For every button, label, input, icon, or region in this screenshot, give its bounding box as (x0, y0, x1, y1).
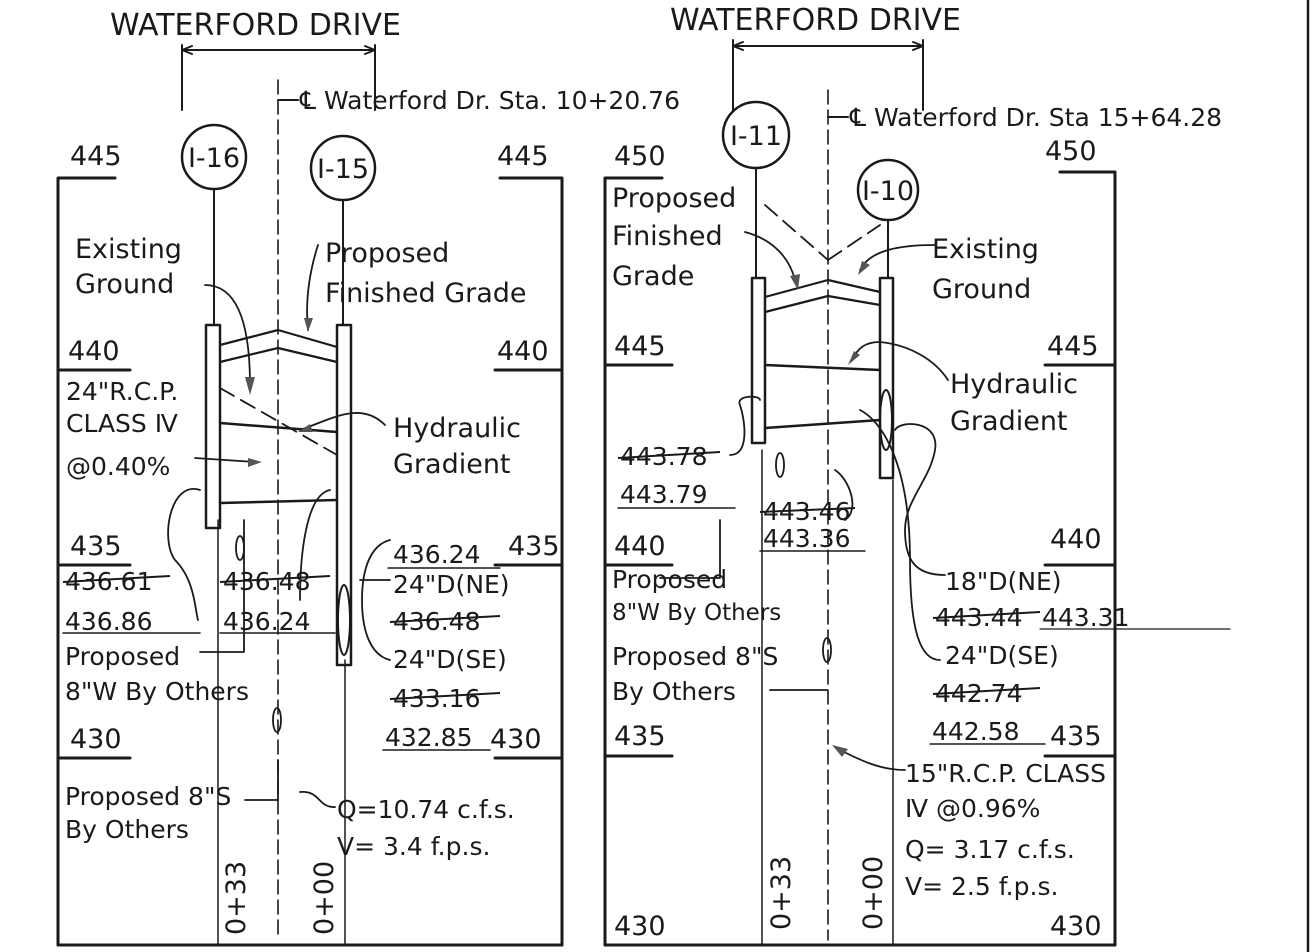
left-leader-arrows (245, 318, 313, 467)
left-hydraulic-1: Hydraulic (393, 413, 521, 444)
right-elev-450-r: 450 (1045, 136, 1097, 167)
right-inlet-b-label: I-10 (862, 176, 914, 207)
right-d-ne: 18"D(NE) (945, 567, 1062, 596)
right-sewer-2: By Others (612, 677, 736, 706)
right-pipe-top (763, 363, 882, 372)
right-new-inv-2: 443.36 (763, 524, 850, 553)
left-flow-v: V= 3.4 f.p.s. (337, 832, 490, 861)
left-finished-grade-1: Proposed (325, 238, 449, 269)
left-pipe-bottom (218, 498, 339, 505)
left-d-se: 24"D(SE) (393, 645, 507, 674)
left-new-inv-2: 436.24 (223, 607, 310, 636)
left-frame (56, 176, 564, 947)
left-pipe-ellipse (337, 584, 351, 656)
right-structure-a (750, 276, 767, 445)
right-sta-b: 0+00 (858, 856, 889, 930)
right-centerline-label: ℄ Waterford Dr. Sta 15+64.28 (849, 103, 1222, 132)
left-centerline-label: ℄ Waterford Dr. Sta. 10+20.76 (299, 86, 680, 115)
right-pipe-ellipse (879, 389, 893, 451)
left-elevation-ticks (56, 368, 564, 760)
right-structure-b (878, 276, 895, 480)
left-inv-r-top: 436.24 (393, 540, 480, 569)
left-sewer-2: By Others (65, 815, 189, 844)
right-elev-435-r: 435 (1050, 721, 1102, 752)
right-finished-grade-3: Grade (612, 261, 694, 292)
right-elev-445-l: 445 (614, 331, 666, 362)
right-pipe-label-2: Ⅳ @0.96% (905, 794, 1040, 823)
left-inlet-b-label: I-15 (317, 154, 369, 185)
right-new-inv-se: 442.58 (932, 717, 1019, 746)
right-water-2: 8"W By Others (612, 600, 781, 626)
left-elev-435-l: 435 (70, 531, 122, 562)
right-new-inv-ne: 443.31 (1042, 603, 1129, 632)
left-road-dimension (181, 44, 376, 111)
left-hydraulic-2: Gradient (393, 449, 511, 480)
left-road-title: WATERFORD DRIVE (110, 8, 401, 43)
right-sta-a: 0+33 (766, 856, 797, 930)
right-sewer-1: Proposed 8"S (612, 642, 778, 671)
right-elevation-ticks (603, 363, 1117, 758)
right-inlet-a-label: I-11 (730, 121, 782, 152)
left-elev-435-r: 435 (508, 531, 560, 562)
left-sta-a: 0+33 (221, 861, 252, 935)
left-elev-445-l: 445 (70, 141, 122, 172)
left-pipe-label-1: 24"R.C.P. (66, 377, 178, 406)
right-finished-grade-1: Proposed (612, 183, 736, 214)
left-existing-ground-1: Existing (75, 234, 182, 265)
right-elev-440-l: 440 (614, 531, 666, 562)
left-new-inv-1: 436.86 (65, 607, 152, 636)
left-new-inv-se: 432.85 (385, 723, 472, 752)
left-structure-a (204, 323, 222, 530)
right-existing-ground-1: Existing (932, 234, 1039, 265)
right-flow-q: Q= 3.17 c.f.s. (905, 835, 1075, 864)
left-leaders (167, 244, 391, 808)
right-elev-450-l: 450 (614, 141, 666, 172)
right-elev-430-l: 430 (614, 911, 666, 942)
right-elev-435-l: 435 (614, 721, 666, 752)
right-leaders (659, 231, 949, 771)
left-elev-440-l: 440 (68, 336, 120, 367)
left-water-2: 8"W By Others (65, 677, 249, 706)
left-existing-ground-2: Ground (75, 269, 174, 300)
right-pipe-bottom (763, 418, 882, 430)
right-water-1: Proposed (612, 565, 727, 594)
right-elev-430-r: 430 (1050, 911, 1102, 942)
left-elev-440-r: 440 (497, 336, 549, 367)
left-profile: WATERFORD DRIVE ℄ Waterford Dr. Sta. 10+… (56, 8, 680, 947)
left-inlet-a-label: I-16 (188, 143, 240, 174)
right-hydraulic-1: Hydraulic (950, 369, 1078, 400)
right-d-se: 24"D(SE) (945, 641, 1059, 670)
right-flow-v: V= 2.5 f.p.s. (905, 872, 1058, 901)
right-road-title: WATERFORD DRIVE (670, 3, 961, 38)
right-finished-grade-2: Finished (612, 221, 723, 252)
right-new-inv-1: 443.79 (620, 480, 707, 509)
left-water-1: Proposed (65, 642, 180, 671)
right-pipe-label-1: 15"R.C.P. CLASS (905, 759, 1106, 788)
right-road-dimension (732, 39, 924, 111)
right-existing-ground-2: Ground (932, 274, 1031, 305)
left-elev-445-r: 445 (497, 141, 549, 172)
left-finished-grade-2: Finished Grade (325, 278, 527, 309)
left-sta-b: 0+00 (309, 861, 340, 935)
left-pipe-label-3: @0.40% (66, 452, 170, 481)
right-profile: WATERFORD DRIVE ℄ Waterford Dr. Sta 15+6… (603, 3, 1231, 947)
right-frame (603, 170, 1117, 947)
left-flow-q: Q=10.74 c.f.s. (337, 795, 515, 824)
left-structure-b (335, 323, 353, 667)
left-pipe-label-2: CLASS Ⅳ (66, 409, 178, 438)
right-elev-445-r: 445 (1047, 331, 1099, 362)
left-elev-430-l: 430 (70, 724, 122, 755)
right-hydraulic-2: Gradient (950, 406, 1068, 437)
right-elev-440-r: 440 (1050, 524, 1102, 555)
left-pipe-top (218, 421, 339, 434)
left-sewer-1: Proposed 8"S (65, 782, 231, 811)
left-d-ne: 24"D(NE) (393, 570, 510, 599)
right-leader-arrows (790, 261, 870, 757)
left-elev-430-r: 430 (490, 724, 542, 755)
